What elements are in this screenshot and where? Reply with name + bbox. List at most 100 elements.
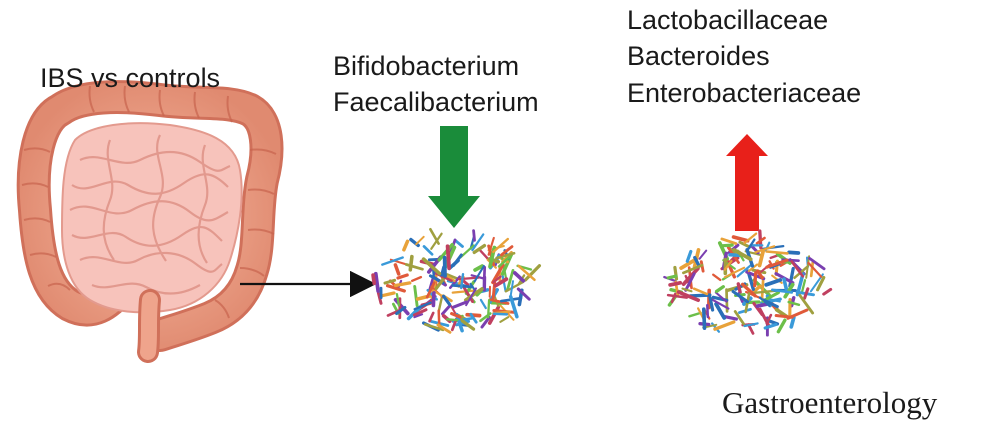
bacterium-mark — [523, 264, 542, 282]
bacterium-mark — [714, 302, 727, 320]
bacterium-mark — [758, 307, 771, 328]
bacterium-mark — [816, 275, 826, 292]
bacterium-mark — [708, 296, 715, 312]
bacterium-mark — [763, 322, 778, 330]
bacterium-mark — [733, 310, 746, 326]
bacterium-mark — [473, 264, 485, 272]
bacterium-mark — [413, 301, 432, 311]
bacterium-mark — [701, 307, 707, 331]
bacterium-mark — [437, 309, 441, 328]
bacterium-mark — [787, 250, 801, 255]
bacterium-mark — [457, 316, 476, 331]
bacterium-mark — [396, 273, 409, 280]
bacterium-mark — [787, 300, 801, 307]
bacterium-mark — [666, 274, 678, 280]
bacterium-mark — [754, 245, 776, 254]
bacterium-mark — [492, 312, 509, 316]
bacterium-mark — [757, 249, 766, 268]
bacterium-mark — [719, 243, 734, 248]
bacterium-mark — [706, 304, 710, 319]
bacterium-mark — [471, 233, 485, 252]
bacterium-mark — [385, 284, 406, 293]
bacterium-mark — [425, 281, 436, 299]
bacterium-mark — [714, 291, 728, 303]
bacterium-mark — [684, 272, 696, 292]
bacterium-mark — [513, 271, 526, 283]
bacterium-mark — [453, 238, 464, 248]
bacterium-mark — [422, 245, 434, 256]
bacterium-mark — [800, 279, 807, 295]
bacterium-mark — [731, 289, 750, 304]
bacterium-mark — [692, 287, 709, 296]
bacterium-mark — [431, 291, 436, 308]
intestine-illustration — [16, 80, 284, 363]
bacterium-mark — [783, 282, 795, 299]
bacterium-mark — [478, 248, 490, 261]
bacterium-mark — [393, 281, 412, 288]
bacterium-mark — [452, 253, 463, 267]
bacterium-mark — [722, 315, 739, 321]
bacterium-mark — [446, 318, 459, 322]
bacterium-mark — [479, 298, 487, 310]
bacterium-mark — [451, 289, 475, 294]
bacterium-mark — [736, 263, 754, 278]
bacterium-mark — [501, 274, 507, 293]
bacterium-mark — [765, 258, 789, 269]
bacterium-mark — [486, 298, 491, 319]
bacterium-mark — [516, 287, 531, 301]
decreased-taxa-list: Bifidobacterium Faecalibacterium — [333, 48, 539, 121]
bacterium-mark — [731, 235, 750, 243]
bacterium-mark — [782, 277, 789, 295]
bacterium-mark — [497, 254, 512, 268]
bacterium-mark — [708, 297, 730, 310]
bacterium-mark — [404, 263, 424, 271]
bacterium-mark — [445, 244, 452, 271]
bacterium-mark — [743, 322, 759, 328]
bacterium-mark — [685, 249, 693, 263]
bacterium-mark — [445, 273, 460, 281]
bacterium-mark — [723, 259, 733, 271]
bacterium-mark — [809, 260, 815, 278]
bacterium-mark — [776, 318, 787, 334]
bacterium-mark — [499, 316, 510, 323]
bacterium-mark — [713, 320, 736, 331]
bacterium-mark — [421, 257, 442, 276]
bacterium-mark — [395, 292, 401, 307]
bacterium-mark — [373, 271, 380, 293]
bacterium-mark — [764, 278, 783, 287]
bacterium-mark — [786, 308, 809, 320]
bacterium-mark — [803, 287, 810, 300]
bacterium-mark — [679, 257, 699, 270]
bacterium-mark — [492, 237, 509, 254]
bacterium-mark — [712, 273, 722, 282]
bacterium-mark — [506, 268, 515, 292]
increase-arrow-icon — [726, 134, 768, 231]
bacterium-mark — [517, 264, 536, 282]
bacterium-mark — [412, 308, 428, 317]
bacterium-mark — [789, 296, 796, 308]
increased-taxon: Lactobacillaceae — [627, 5, 829, 35]
bacterium-mark — [428, 311, 435, 323]
bacteria-cluster-icon — [371, 228, 542, 334]
bacterium-mark — [430, 232, 443, 250]
bacteria-cluster-icon — [663, 229, 833, 337]
bacterium-mark — [493, 277, 509, 288]
decreased-taxon: Faecalibacterium — [333, 87, 539, 118]
bacterium-mark — [753, 270, 758, 288]
bacterium-mark — [440, 265, 446, 277]
bacterium-mark — [480, 315, 491, 329]
bacterium-mark — [723, 266, 746, 279]
bacterium-mark — [442, 294, 452, 306]
bacterium-mark — [789, 315, 796, 329]
bacterium-mark — [460, 273, 465, 290]
bacterium-mark — [822, 287, 833, 296]
bacterium-mark — [732, 248, 753, 262]
bacterium-mark — [437, 295, 444, 313]
comparison-label: IBS vs controls — [40, 63, 221, 93]
bacterium-mark — [762, 298, 779, 309]
bacterium-mark — [805, 255, 811, 279]
bacterium-mark — [681, 287, 693, 293]
bacterium-mark — [720, 237, 738, 246]
bacterium-mark — [451, 300, 468, 309]
